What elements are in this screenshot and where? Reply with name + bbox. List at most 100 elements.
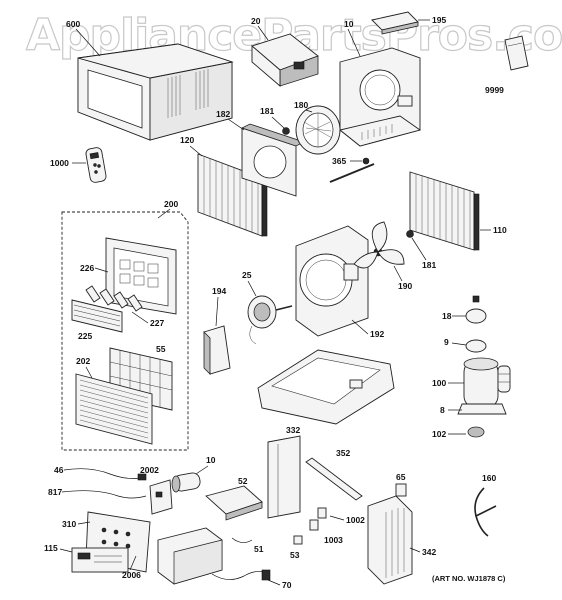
leader-line (75, 28, 101, 57)
art-number: (ART NO. WJ1878 C) (432, 574, 506, 583)
callout-10: 10 (344, 19, 354, 29)
leader-line (77, 521, 91, 525)
callout-102: 102 (432, 429, 446, 439)
callout-181-lower: 181 (422, 260, 436, 270)
callout-226: 226 (80, 263, 94, 273)
control-board-part[interactable] (149, 479, 173, 515)
callout-194: 194 (212, 286, 226, 296)
callout-70: 70 (282, 580, 292, 590)
leader-line (451, 342, 467, 346)
drain-probe-part[interactable] (329, 157, 375, 183)
seal-strip-part[interactable] (305, 457, 363, 501)
leader-line (329, 515, 345, 521)
condenser-coil-part[interactable] (409, 171, 480, 251)
retaining-clip-upper-part[interactable] (282, 127, 290, 135)
leader-line (189, 145, 203, 157)
callout-195: 195 (432, 15, 446, 25)
callout-1002: 1002 (346, 515, 365, 525)
callout-227: 227 (150, 318, 164, 328)
callout-53: 53 (290, 550, 300, 560)
overload-protector-part[interactable] (465, 295, 487, 324)
leader-line (94, 267, 109, 273)
callout-160: 160 (482, 473, 496, 483)
power-cord-part[interactable] (61, 468, 147, 499)
control-panel-overlay-part[interactable] (71, 547, 129, 573)
cabinet-shell-part[interactable] (77, 43, 234, 141)
callout-20: 20 (251, 16, 261, 26)
screw-part[interactable] (293, 535, 303, 545)
air-vanes-part[interactable] (85, 285, 143, 312)
callout-110: 110 (493, 225, 507, 235)
wire-harness-part[interactable] (231, 537, 253, 543)
electrical-box-part[interactable] (157, 527, 223, 585)
callout-10-capacitor: 10 (206, 455, 216, 465)
callout-115: 115 (44, 543, 58, 553)
curtain-fastener-part[interactable] (317, 507, 327, 519)
callout-225: 225 (78, 331, 92, 341)
leader-line (157, 208, 171, 219)
remote-control-part[interactable] (85, 147, 107, 183)
callout-18: 18 (442, 311, 452, 321)
callout-8: 8 (440, 405, 445, 415)
callout-46: 46 (54, 465, 64, 475)
grommet-part[interactable] (467, 426, 485, 438)
leader-line (411, 237, 427, 261)
control-box-part[interactable] (251, 33, 319, 87)
callout-65: 65 (396, 472, 406, 482)
leader-line (247, 280, 257, 297)
callout-52: 52 (238, 476, 248, 486)
callout-100: 100 (432, 378, 446, 388)
air-louver-part[interactable] (71, 299, 123, 333)
leader-line (267, 579, 281, 586)
leader-line (215, 296, 219, 327)
fan-motor-part[interactable] (247, 295, 293, 345)
callout-2002: 2002 (140, 465, 159, 475)
compressor-mount-part[interactable] (457, 403, 507, 415)
mounting-clip-part[interactable] (395, 483, 407, 497)
capacitor-part[interactable] (171, 472, 201, 493)
leader-line (271, 116, 285, 129)
switch-harness-part[interactable] (211, 569, 271, 581)
electrical-cover-part[interactable] (205, 485, 263, 521)
callout-192: 192 (370, 329, 384, 339)
motor-bracket-part[interactable] (203, 325, 231, 375)
callout-120: 120 (180, 135, 194, 145)
callout-310: 310 (62, 519, 76, 529)
side-curtain-left-part[interactable] (267, 435, 301, 519)
blower-wheel-part[interactable] (295, 105, 341, 155)
leader-line (347, 28, 361, 57)
curtain-bracket-part[interactable] (309, 519, 319, 531)
leader-line (409, 547, 421, 553)
fan-shroud-part[interactable] (295, 225, 369, 337)
callout-352: 352 (336, 448, 350, 458)
callout-180: 180 (294, 100, 308, 110)
callout-25: 25 (242, 270, 252, 280)
retaining-clip-lower-part[interactable] (406, 230, 414, 238)
callout-200: 200 (164, 199, 178, 209)
leader-line (305, 109, 313, 113)
bracket-part[interactable] (371, 11, 419, 35)
callout-202: 202 (76, 356, 90, 366)
callout-342: 342 (422, 547, 436, 557)
side-curtain-right-part[interactable] (367, 495, 413, 585)
leader-line (85, 366, 93, 379)
owners-manual-part[interactable] (504, 35, 529, 71)
leader-line (257, 25, 269, 41)
condenser-fan-blade-part[interactable] (353, 221, 405, 269)
callout-190: 190 (398, 281, 412, 291)
blower-scroll-part[interactable] (240, 123, 306, 197)
compressor-part[interactable] (463, 357, 511, 409)
callout-365: 365 (332, 156, 346, 166)
base-pan-part[interactable] (257, 349, 395, 425)
terminal-cover-part[interactable] (465, 339, 487, 353)
callout-1003: 1003 (324, 535, 343, 545)
leader-line (393, 265, 403, 282)
callout-600: 600 (66, 19, 80, 29)
leader-line (59, 548, 73, 553)
drain-tube-part[interactable] (474, 487, 497, 537)
front-grille-part[interactable] (75, 373, 153, 445)
rear-partition-part[interactable] (338, 47, 422, 147)
front-frame-part[interactable] (105, 237, 177, 315)
leader-line (195, 465, 209, 475)
